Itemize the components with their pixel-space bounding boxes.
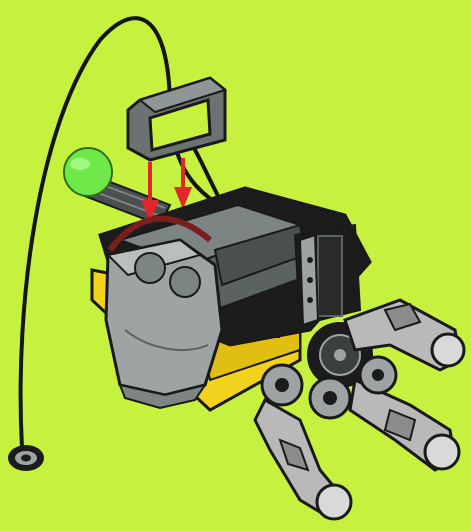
front-panel-icon	[106, 240, 222, 408]
cable-plug-icon	[8, 445, 44, 471]
black-beam-icon	[295, 225, 360, 325]
